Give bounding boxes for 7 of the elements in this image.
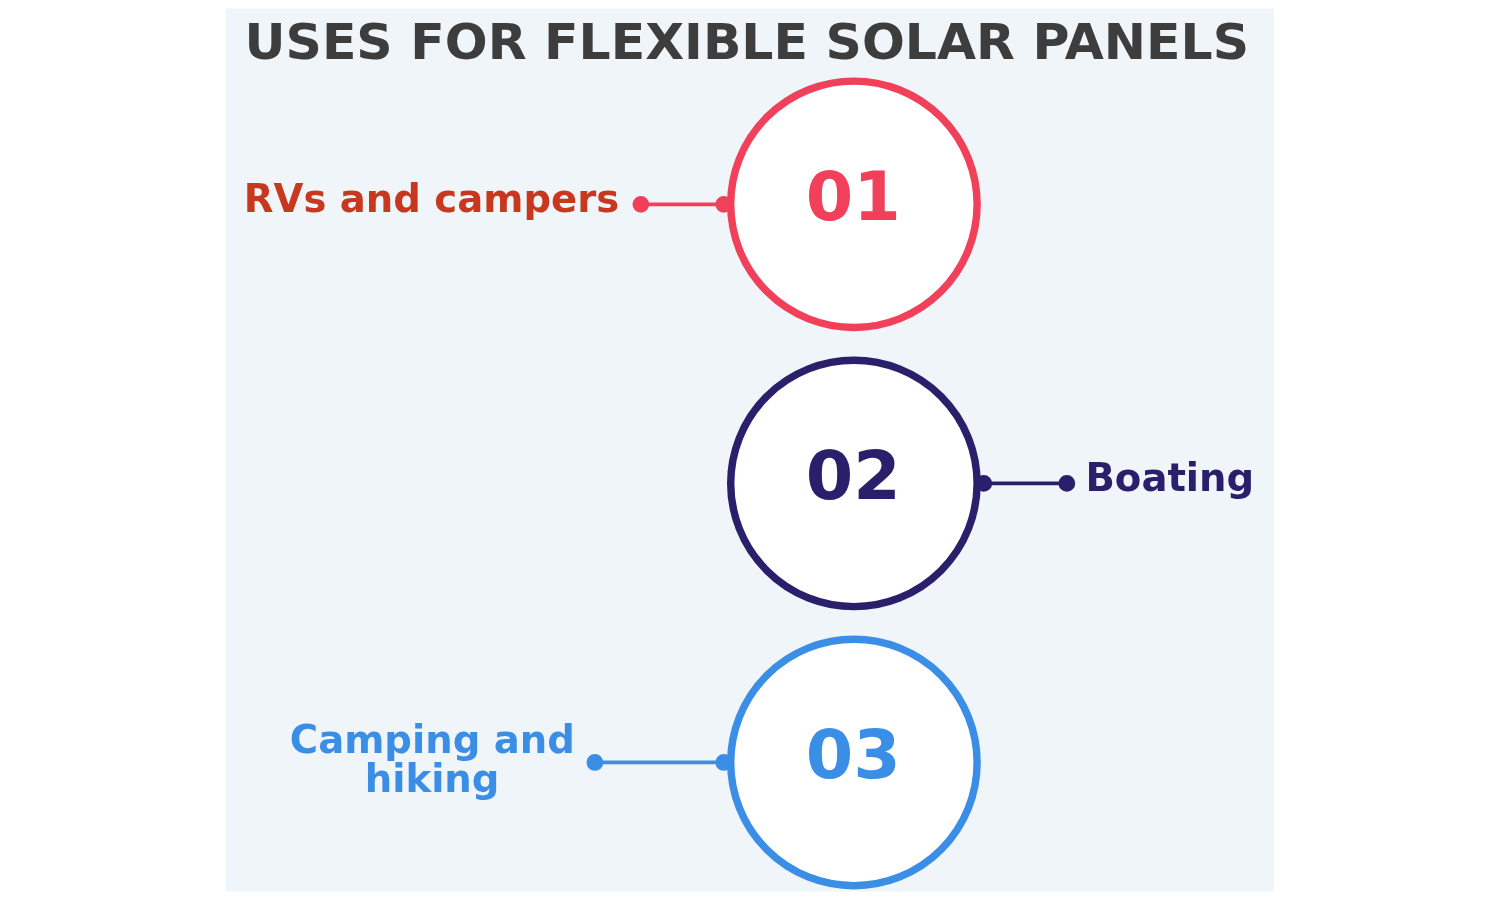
node-circle: 02 xyxy=(727,356,981,611)
node-circle: 01 xyxy=(727,77,981,332)
node-text: Boating xyxy=(1085,455,1255,501)
diagram-title: USES FOR FLEXIBLE SOLAR PANELS xyxy=(244,12,1250,72)
node-text: RVs and campers xyxy=(243,176,620,222)
node-circle: 03 xyxy=(727,635,981,890)
node-text: Camping and hiking xyxy=(289,717,575,801)
